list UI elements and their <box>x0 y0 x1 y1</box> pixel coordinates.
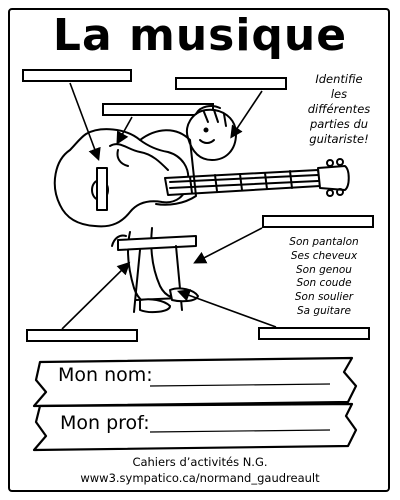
word-list: Son pantalon Ses cheveux Son genou Son c… <box>268 236 380 319</box>
instructions-line: différentes <box>307 102 371 116</box>
instructions-line: guitariste! <box>309 132 369 146</box>
name-field-input[interactable] <box>150 368 330 388</box>
footer-url[interactable]: www3.sympatico.ca/normand_gaudreault <box>80 471 320 485</box>
word-list-item: Son pantalon <box>289 236 359 248</box>
word-list-item: Sa guitare <box>296 304 351 317</box>
scroll-banner <box>32 402 358 452</box>
word-list-item: Son soulier <box>294 291 354 304</box>
label-box-bottom-right[interactable] <box>258 327 370 340</box>
page-border <box>8 8 390 492</box>
name-field-label: Mon nom: <box>58 364 153 386</box>
word-list-item: Son genou <box>296 263 352 276</box>
label-box-bottom-left[interactable] <box>26 329 138 342</box>
word-list-item: Son coude <box>296 277 352 290</box>
label-box-right[interactable] <box>262 215 374 228</box>
teacher-field-label: Mon prof: <box>60 412 150 434</box>
instructions-text: Identifie les différentes parties du gui… <box>292 72 386 147</box>
label-box-top-left[interactable] <box>22 69 132 82</box>
footer-publisher: Cahiers d’activités N.G. <box>132 455 268 469</box>
page-title: La musique <box>52 10 348 61</box>
scroll-banner <box>32 356 358 408</box>
instructions-line: Identifie <box>315 72 363 86</box>
label-box-top-center[interactable] <box>175 77 287 90</box>
instructions-line: les <box>330 87 348 101</box>
instructions-line: parties du <box>309 117 369 131</box>
word-list-item: Ses cheveux <box>290 249 358 262</box>
teacher-field-input[interactable] <box>150 414 330 434</box>
